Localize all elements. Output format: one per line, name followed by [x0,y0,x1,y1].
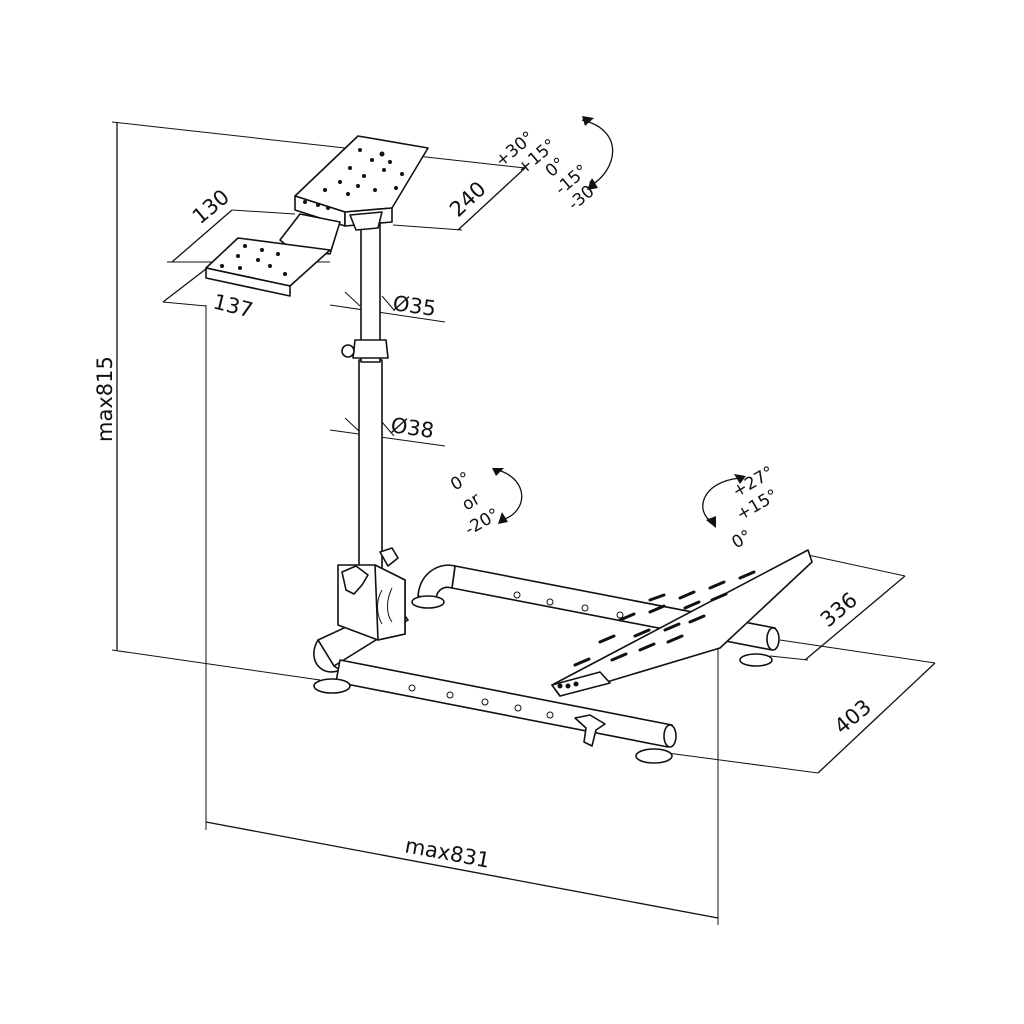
shifter-plate [205,213,341,297]
base-width-label: 403 [830,695,876,739]
column [337,221,406,641]
column-tilt-arrow-icon [497,469,523,521]
column-knob-icon [341,565,369,595]
clamp-knob-icon [341,344,355,358]
wheel-plate [294,135,429,231]
lower-tube-label: Ø38 [389,413,435,443]
foot-front-left [313,678,351,694]
rotation-arrows [492,116,746,528]
wheel-tilt-arrow-icon [581,119,614,187]
rear-elbow [417,564,456,601]
height-label: max815 [93,356,117,442]
shifter-depth-label: 130 [188,185,234,229]
foot-rear-left [411,595,445,609]
pedal-plate-bracket [551,671,611,697]
shifter-width-label: 137 [211,290,256,323]
base-knob-icon [574,714,606,747]
foot-rear-right [739,653,773,667]
pedal-tilt-angles: +27° +15° 0° [729,463,782,554]
wheel-plate-hinge [349,211,383,231]
column-top-knob-icon [379,547,399,567]
pedal-plate [551,549,813,697]
column-clamp [352,339,389,359]
wheel-plate-width-label: 240 [445,177,491,222]
column-tilt-angles: 0° or -20° [447,468,503,540]
lower-column-tube [358,359,383,576]
pedal-plate-label: 336 [816,588,862,632]
foot-front-right [635,748,673,764]
pedal-angle-3: 0° [729,526,756,553]
front-tube-end-cap [663,724,677,748]
upper-tube-label: Ø35 [391,291,437,321]
wheel-tilt-angles: +30° +15° 0° -15° -30° [491,128,605,215]
rear-tube-end-cap [766,627,780,651]
pedal-tilt-arrow-icon [702,477,741,523]
